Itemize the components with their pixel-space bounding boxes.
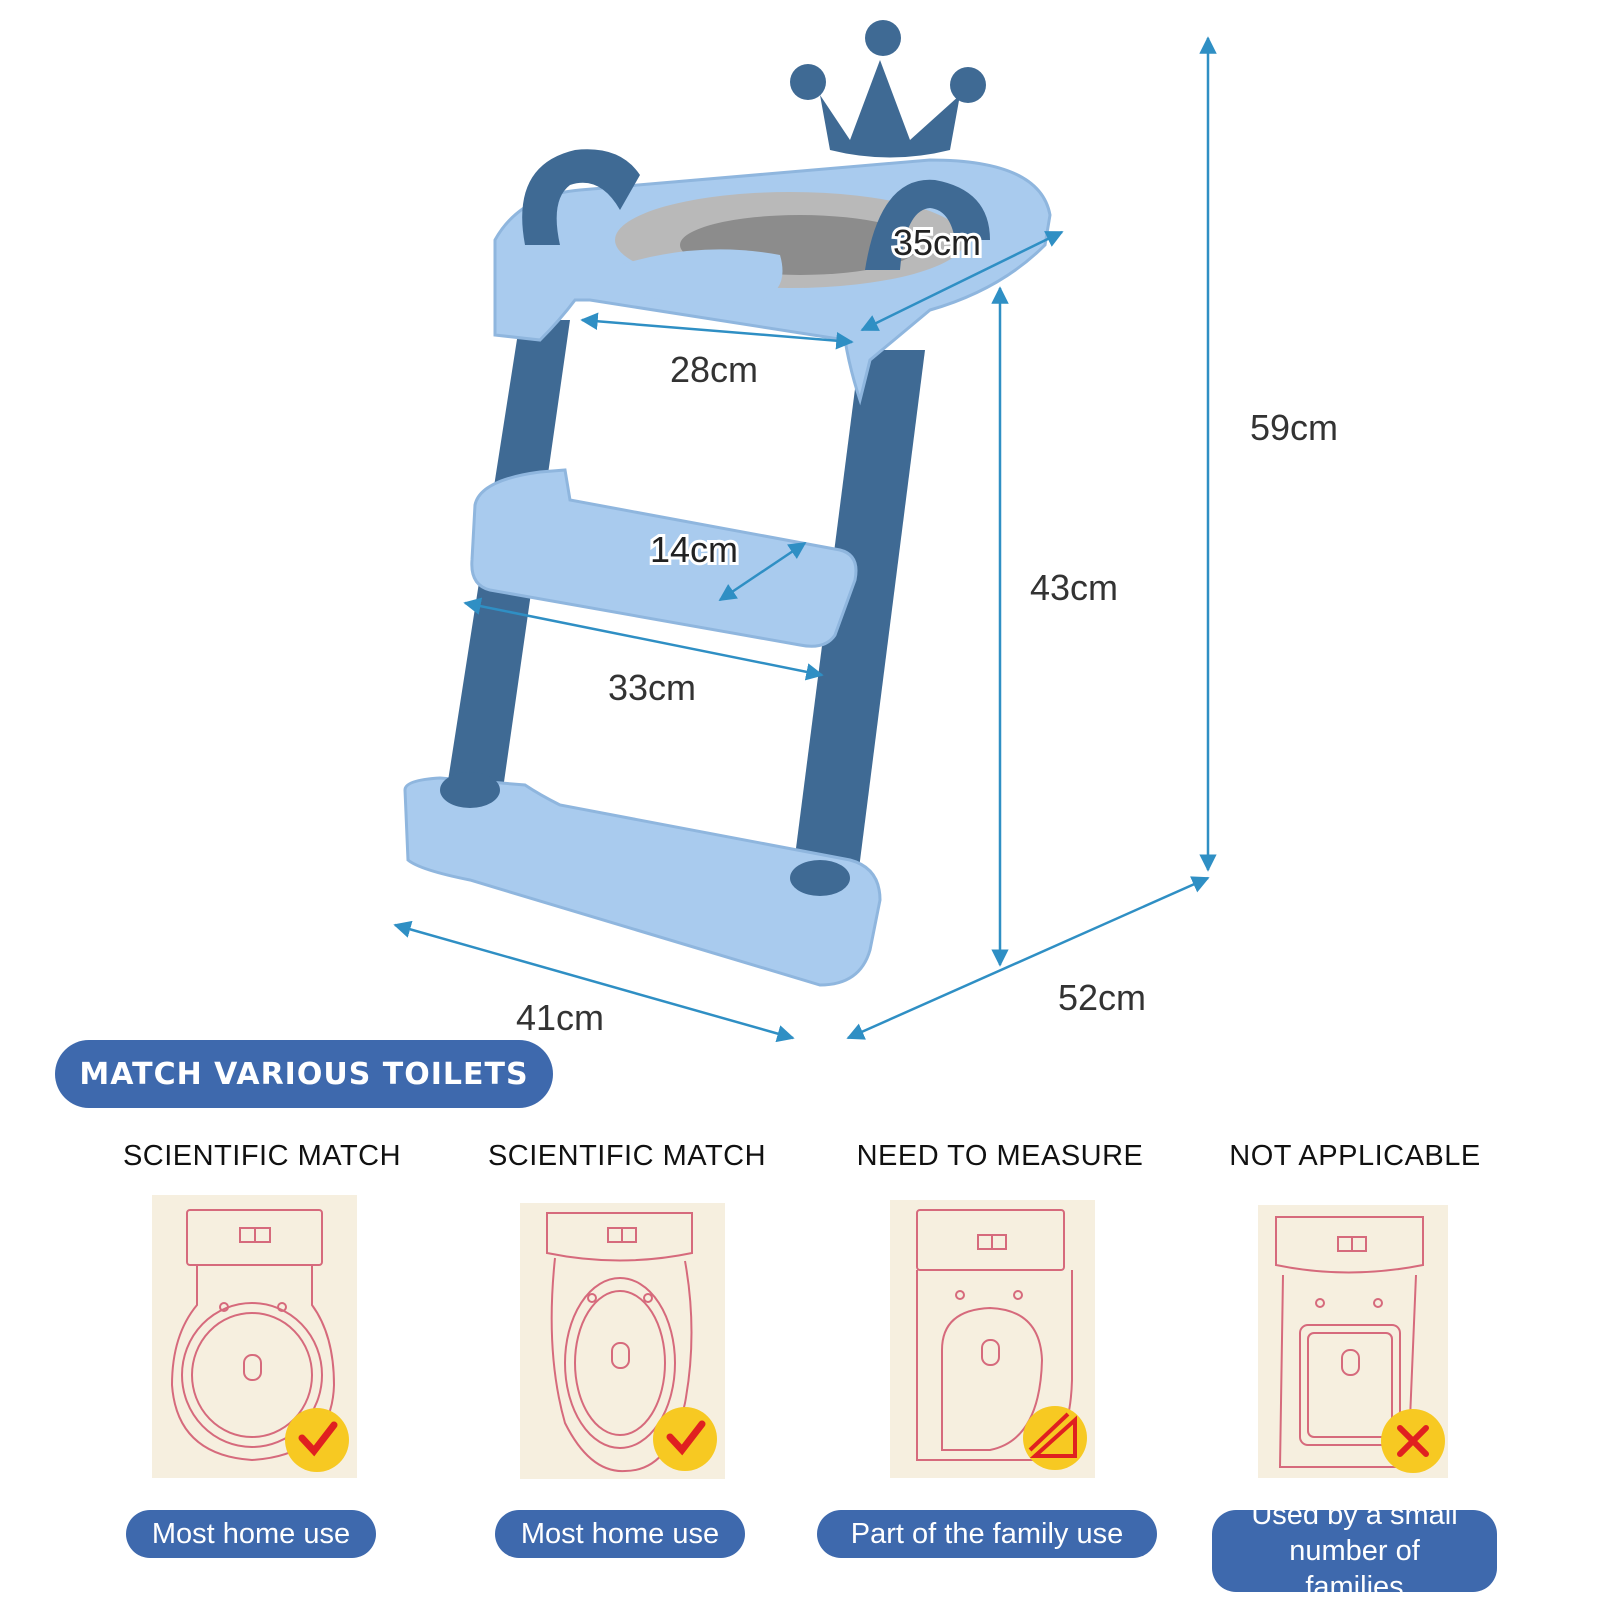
left-rail-foot: [440, 772, 500, 808]
step-width-label: 33cm: [608, 667, 696, 708]
elongated-toilet-icon: [546, 1212, 717, 1473]
crown-top-ball: [865, 20, 901, 56]
toilet-column-1: SCIENTIFIC MATCH: [82, 1140, 442, 1180]
caption-text: Most home use: [520, 1517, 720, 1550]
seat-width-label: 35cm: [893, 222, 981, 263]
crown-left-ball: [790, 64, 826, 100]
banner-label: MATCH VARIOUS TOILETS: [79, 1056, 529, 1092]
base-width-label: 41cm: [516, 997, 604, 1038]
toilet-card-d-shape: [890, 1200, 1095, 1478]
crown-right-ball: [950, 67, 986, 103]
toilet-card-square: [1258, 1205, 1448, 1478]
dim-line-14: [718, 541, 807, 602]
toilet-title: NOT APPLICABLE: [1229, 1140, 1481, 1172]
square-toilet-icon: [1275, 1216, 1445, 1473]
caption-pill-4: Used by a small number of families: [1212, 1499, 1497, 1603]
caption-text: Most home use: [151, 1517, 351, 1550]
total-height-label: 59cm: [1250, 407, 1338, 448]
left-handle: [522, 149, 640, 245]
caption-text: Part of the family use: [850, 1517, 1124, 1550]
caption-pill-3: Part of the family use: [817, 1510, 1157, 1558]
toilet-card-round: [152, 1195, 357, 1478]
toilet-card-elongated: [520, 1203, 725, 1479]
caption-pill-2: Most home use: [495, 1510, 745, 1558]
dim-line-33: [463, 597, 824, 681]
toilet-title: SCIENTIFIC MATCH: [487, 1140, 767, 1172]
toilet-title: SCIENTIFIC MATCH: [122, 1140, 402, 1172]
right-rail-foot: [790, 860, 850, 896]
base-depth-label: 52cm: [1058, 977, 1146, 1018]
potty-ladder-illustration: 35cm 28cm 59cm 14cm 43cm 33cm 41cm 52cm: [393, 20, 1338, 1043]
check-icon: [285, 1408, 349, 1472]
right-rail: [790, 350, 925, 900]
caption-pill-1: Most home use: [126, 1510, 376, 1558]
side-height-label: 43cm: [1030, 567, 1118, 608]
seat-front: [620, 249, 783, 304]
toilet-column-2: SCIENTIFIC MATCH: [447, 1140, 807, 1180]
dim-line-52: [846, 876, 1210, 1040]
toilet-column-4: NOT APPLICABLE: [1175, 1140, 1535, 1180]
dim-line-35: [860, 230, 1064, 332]
toilet-column-3: NEED TO MEASURE: [820, 1140, 1180, 1180]
d-shape-toilet-icon: [916, 1209, 1087, 1470]
caption-text: Used by a small number of families: [1251, 1498, 1458, 1604]
check-icon: [653, 1407, 717, 1471]
inner-width-label: 28cm: [670, 349, 758, 390]
match-toilets-banner: MATCH VARIOUS TOILETS: [55, 1040, 553, 1108]
step-depth-label: 14cm: [650, 529, 738, 570]
round-toilet-icon: [170, 1209, 349, 1472]
crown-icon: [820, 60, 960, 158]
dim-line-28: [580, 312, 854, 350]
toilet-title: NEED TO MEASURE: [856, 1140, 1144, 1172]
dim-line-41: [393, 920, 795, 1043]
